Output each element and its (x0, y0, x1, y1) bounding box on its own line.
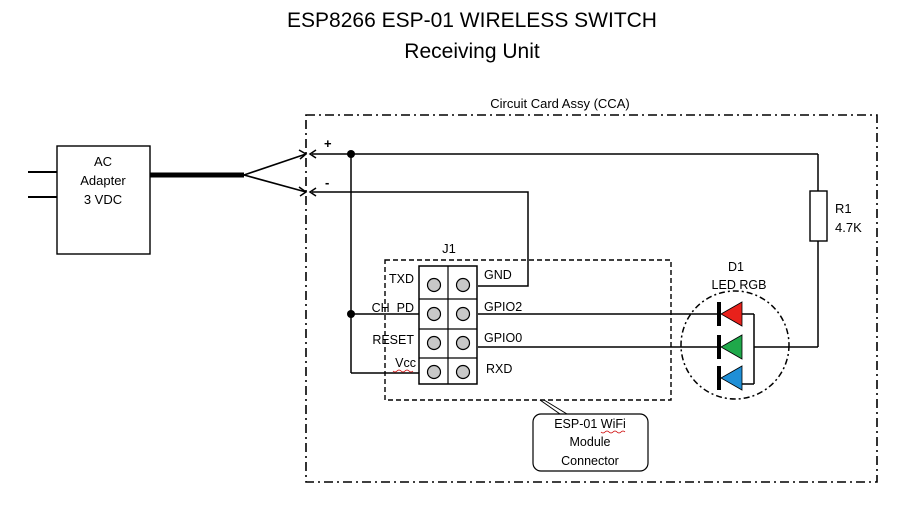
pin-vcc (426, 364, 442, 380)
resistor-value: 4.7K (835, 220, 862, 235)
pin-gpio2 (455, 306, 471, 322)
ground-wire (312, 191, 529, 287)
pin-txd (426, 277, 442, 293)
plus-terminal-label: + (324, 136, 332, 151)
pin-label-ch-pd: CH_PD (372, 301, 414, 315)
power-terminals: + - (308, 136, 332, 197)
adapter-label-2: Adapter (80, 173, 126, 188)
led-green-diode (720, 334, 743, 360)
adapter-label-1: AC (94, 154, 112, 169)
led-package-outline (680, 290, 790, 400)
led-blue-diode (720, 365, 743, 391)
pin-gnd (455, 277, 471, 293)
callout-line-1: ESP-01 WiFi (554, 417, 626, 431)
cca-label: Circuit Card Assy (CCA) (490, 96, 629, 111)
adapter-label-3: 3 VDC (84, 192, 122, 207)
led-type: LED RGB (712, 278, 767, 292)
pin-label-gpio2: GPIO2 (484, 300, 522, 314)
connector-j1: J1 TXD CH_PD RESET Vcc GND GPIO2 GPIO0 R… (372, 241, 522, 385)
diagram-title: ESP8266 ESP-01 WIRELESS SWITCH (287, 9, 657, 32)
rgb-led-d1: D1 LED RGB (680, 260, 790, 400)
junction-dot (347, 310, 355, 318)
pin-rxd (455, 364, 471, 380)
connector-ref: J1 (442, 241, 456, 256)
esp01-module-boundary (384, 259, 672, 401)
pin-label-vcc: Vcc (395, 356, 416, 370)
pin-reset (426, 335, 442, 351)
pin-label-gpio0: GPIO0 (484, 331, 522, 345)
module-callout: ESP-01 WiFi Module Connector (532, 399, 649, 472)
junction-dot (347, 150, 355, 158)
resistor-ref: R1 (835, 201, 852, 216)
pin-gpio0 (455, 335, 471, 351)
callout-line-2: Module (570, 435, 611, 449)
led-ref: D1 (728, 260, 744, 274)
pin-label-txd: TXD (389, 272, 414, 286)
pin-label-reset: RESET (372, 333, 414, 347)
wires (312, 153, 819, 385)
ac-adapter: AC Adapter 3 VDC (28, 145, 308, 255)
led-red-diode (720, 301, 743, 327)
cca-boundary (305, 114, 878, 483)
resistor-r1: R1 4.7K (809, 190, 862, 242)
pin-label-gnd: GND (484, 268, 512, 282)
pin-ch-pd (426, 306, 442, 322)
pin-label-rxd: RXD (486, 362, 512, 376)
callout-line-3: Connector (561, 454, 619, 468)
minus-terminal-label: - (325, 175, 329, 190)
diagram-subtitle: Receiving Unit (404, 40, 540, 63)
